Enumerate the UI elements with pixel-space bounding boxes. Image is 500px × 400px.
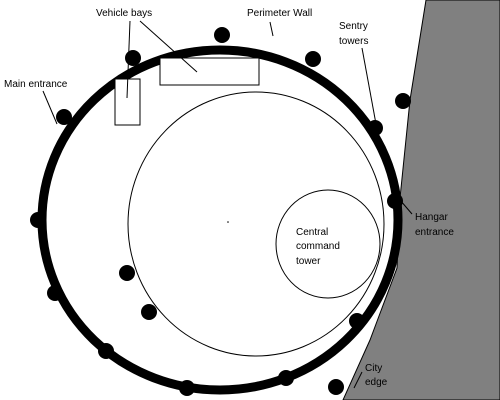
sentry-tower (349, 313, 365, 329)
label-main-entrance: Main entrance (4, 79, 68, 90)
center-dot (227, 221, 229, 223)
label-city-edge-line2: edge (365, 377, 388, 388)
sentry-tower (367, 120, 383, 136)
leader-city-edge (353, 371, 363, 389)
inner-ring (127, 91, 385, 357)
leader-perimeter-wall (269, 21, 274, 37)
outer-tower (119, 265, 135, 281)
leader-vehicle-bays-horizontal (139, 20, 198, 73)
outer-towers (119, 93, 411, 395)
label-sentry-towers-line1: Sentry (339, 21, 368, 32)
outer-tower (141, 304, 157, 320)
label-hangar-entrance-line2: entrance (415, 227, 454, 238)
sentry-tower (30, 212, 46, 228)
label-central-tower-line3: tower (296, 256, 321, 267)
central-command-tower (275, 189, 381, 299)
sentry-tower (305, 51, 321, 67)
city-edge-region (342, 0, 500, 400)
label-sentry-towers-line2: towers (339, 36, 368, 47)
label-perimeter-wall: Perimeter Wall (247, 8, 312, 19)
label-central-tower-line2: command (296, 241, 340, 252)
label-central-tower-line1: Central (296, 227, 328, 238)
sentry-tower (387, 193, 403, 209)
sentry-tower (278, 370, 294, 386)
vehicle-bay-horizontal (159, 57, 260, 86)
outer-tower (395, 93, 411, 109)
sentry-tower (98, 343, 114, 359)
sentry-tower (125, 50, 141, 66)
outer-tower (328, 379, 344, 395)
sentry-towers (30, 27, 403, 396)
leader-sentry-towers (361, 47, 377, 125)
sentry-tower (214, 27, 230, 43)
sentry-tower (179, 380, 195, 396)
label-vehicle-bays: Vehicle bays (96, 8, 152, 19)
sentry-tower (47, 285, 63, 301)
label-city-edge-line1: City (365, 363, 382, 374)
label-hangar-entrance-line1: Hangar (415, 212, 448, 223)
leader-main-entrance (42, 90, 58, 125)
sentry-tower (56, 109, 72, 125)
